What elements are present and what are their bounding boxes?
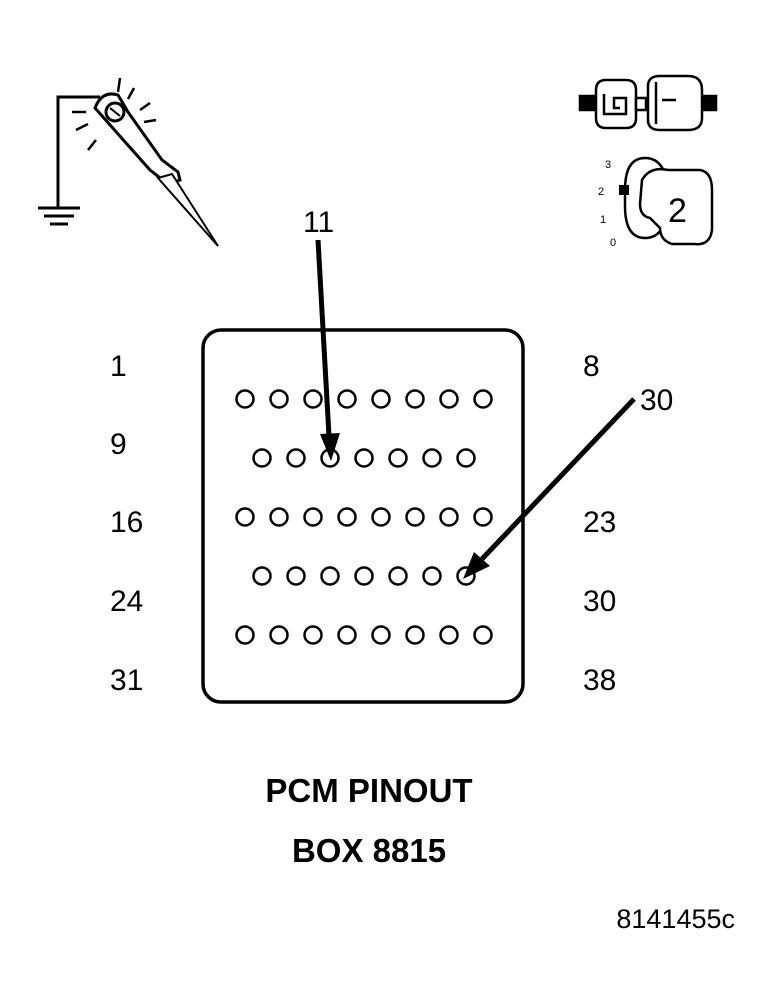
ignition-pos-0: 0: [610, 237, 616, 249]
row-label-right-30: 30: [583, 585, 616, 618]
pin-38: [473, 625, 493, 645]
diagram-subtitle: BOX 8815: [292, 832, 446, 869]
row-label-left-16: 16: [110, 506, 143, 539]
pin-14: [422, 448, 442, 468]
pin-6: [405, 389, 425, 409]
row-label-left-31: 31: [110, 664, 143, 697]
pin-18: [303, 507, 323, 527]
pin-36: [405, 625, 425, 645]
pin-grid: [235, 389, 493, 645]
pin-17: [269, 507, 289, 527]
row-label-left-9: 9: [110, 428, 127, 461]
pin-13: [388, 448, 408, 468]
pin-12: [354, 448, 374, 468]
pin-28: [388, 566, 408, 586]
connector-disconnected-icon: [578, 74, 718, 132]
pin-27: [354, 566, 374, 586]
pin-8: [473, 389, 493, 409]
pin-5: [371, 389, 391, 409]
pin-23: [473, 507, 493, 527]
pin-29: [422, 566, 442, 586]
pin-16: [235, 507, 255, 527]
pin-4: [337, 389, 357, 409]
pin-20: [371, 507, 391, 527]
pin-1: [235, 389, 255, 409]
pin-21: [405, 507, 425, 527]
pin-15: [456, 448, 476, 468]
pin-33: [303, 625, 323, 645]
pin-19: [337, 507, 357, 527]
pin-24: [252, 566, 272, 586]
pin-31: [235, 625, 255, 645]
ignition-pos-2: 2: [598, 186, 604, 198]
ignition-switch-icon: 3 2 1 0 2: [598, 156, 714, 249]
ignition-pos-3: 3: [605, 159, 611, 171]
pin-25: [286, 566, 306, 586]
pin-35: [371, 625, 391, 645]
pin-34: [337, 625, 357, 645]
diagram-title: PCM PINOUT: [265, 772, 472, 809]
pin-9: [252, 448, 272, 468]
key-position-label: 2: [668, 192, 687, 230]
pin-37: [439, 625, 459, 645]
pin-32: [269, 625, 289, 645]
pin-7: [439, 389, 459, 409]
figure-id: 8141455c: [616, 904, 735, 934]
pin-26: [320, 566, 340, 586]
ignition-pos-1: 1: [600, 214, 606, 226]
pin-3: [303, 389, 323, 409]
callout-30-label: 30: [640, 384, 673, 417]
callout-30-arrow: [463, 397, 636, 579]
callout-11-label: 11: [303, 206, 334, 239]
pin-22: [439, 507, 459, 527]
ground-probe-icon: [38, 77, 219, 247]
row-label-left-1: 1: [110, 350, 127, 383]
row-label-right-23: 23: [583, 506, 616, 539]
pin-2: [269, 389, 289, 409]
row-label-left-24: 24: [110, 585, 143, 618]
row-label-right-8: 8: [583, 350, 600, 383]
row-label-right-38: 38: [583, 664, 616, 697]
pin-10: [286, 448, 306, 468]
callout-11-arrow: [315, 239, 340, 461]
